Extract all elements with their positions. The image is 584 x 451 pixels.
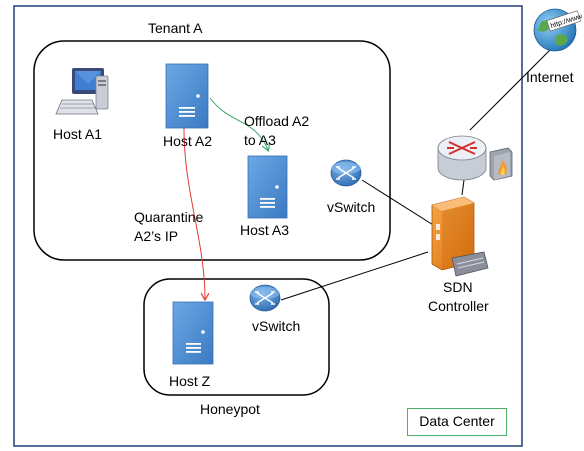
sdn-label-line1: SDN [443,279,473,295]
link-vswitch-controller [361,179,439,229]
server-icon [172,301,214,365]
firewall-icon [489,147,513,181]
honeypot-container [143,278,330,396]
vswitch-honeypot-label: vSwitch [252,318,300,334]
router-icon [437,135,487,181]
link-honeypot-vswitch-controller [280,251,429,301]
link-router-internet [469,47,553,131]
server-icon [247,155,288,219]
link-controller-router [461,179,465,196]
quarantine-arrow [183,123,205,299]
quarantine-label-line1: Quarantine [134,209,203,225]
vswitch-icon [249,284,281,312]
offload-label-line1: Offload A2 [244,113,309,129]
tenant-a-label: Tenant A [148,20,203,36]
computer-icon [55,68,109,115]
host-a3-label: Host A3 [240,222,289,238]
vswitch-icon [330,159,362,187]
tenant-a-container [33,40,391,261]
sdn-label-line2: Controller [428,298,489,314]
globe-icon: http://www [533,8,584,52]
offload-arrow [209,97,268,150]
host-a1-label: Host A1 [53,126,102,142]
host-a2-label: Host A2 [163,133,212,149]
data-center-label: Data Center [407,408,507,436]
host-z-label: Host Z [169,373,211,389]
honeypot-label: Honeypot [200,401,260,417]
internet-label: Internet [526,69,574,85]
server-icon [165,63,209,129]
sdn-controller-icon [431,196,489,277]
offload-label-line2: to A3 [244,132,276,148]
quarantine-label-line2: A2’s IP [134,228,178,244]
vswitch-tenant-label: vSwitch [327,199,375,215]
